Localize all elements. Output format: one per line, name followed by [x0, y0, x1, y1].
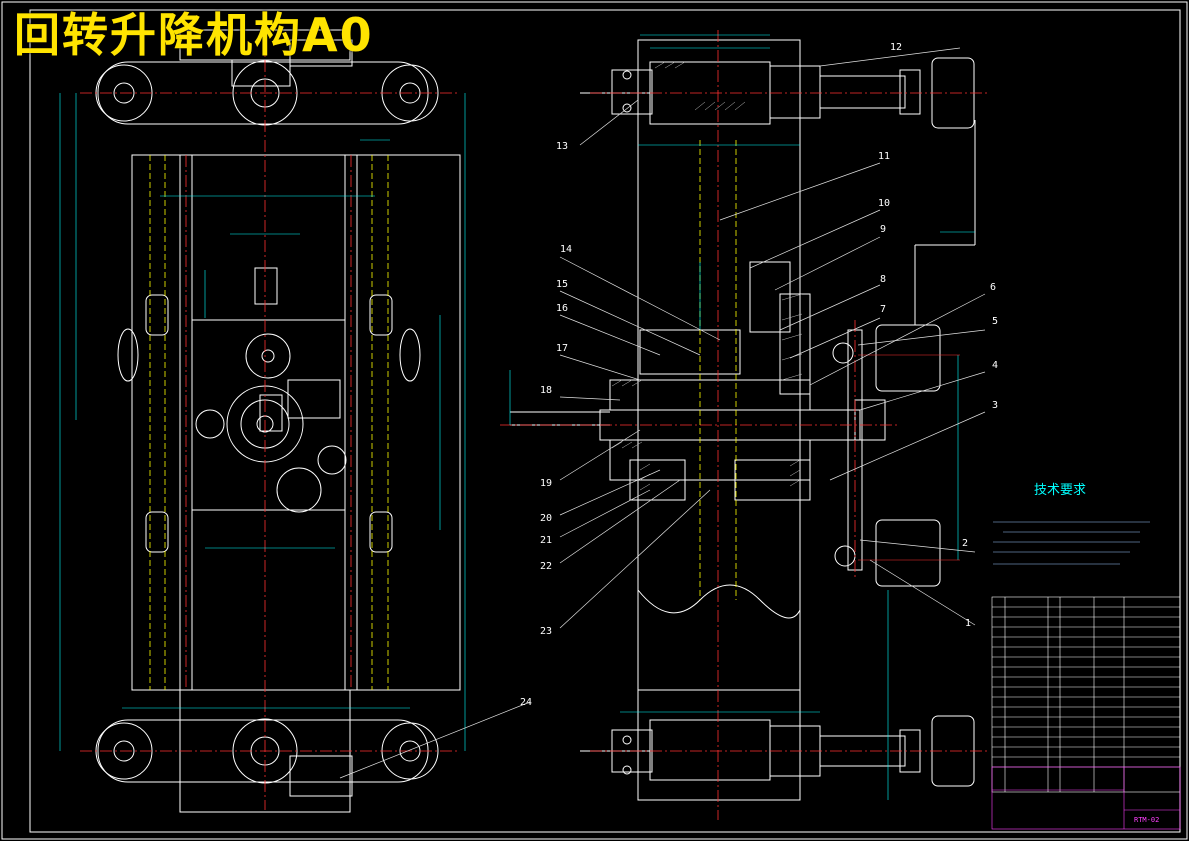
left-view-dimensions [59, 93, 466, 751]
right-view-dimensions [509, 34, 975, 800]
callout-19: 19 [540, 478, 552, 489]
callout-1: 1 [965, 618, 971, 629]
right-view-hidden [699, 140, 737, 600]
callout-23: 23 [540, 626, 552, 637]
callout-labels: 1 2 3 4 5 6 7 8 9 10 11 12 13 14 15 16 1… [520, 42, 998, 708]
callout-4: 4 [992, 360, 998, 371]
callout-8: 8 [880, 274, 886, 285]
callout-9: 9 [880, 224, 886, 235]
callout-11: 11 [878, 151, 890, 162]
tech-requirements-lines [993, 521, 1150, 565]
drawing-frame [29, 9, 1181, 833]
callout-10: 10 [878, 198, 890, 209]
right-view-centerlines [500, 30, 990, 820]
drawing-title: 回转升降机构A0 [14, 8, 374, 62]
callout-7: 7 [880, 304, 886, 315]
callout-3: 3 [992, 400, 998, 411]
left-view [95, 29, 461, 813]
left-view-hidden [149, 155, 389, 690]
right-view-hatch [611, 61, 803, 491]
leader-lines [339, 47, 986, 779]
tech-requirements-heading: 技术要求 [1034, 483, 1086, 498]
title-block [991, 766, 1181, 830]
callout-16: 16 [556, 303, 568, 314]
callout-18: 18 [540, 385, 552, 396]
parts-list [991, 596, 1181, 793]
callout-22: 22 [540, 561, 552, 572]
callout-20: 20 [540, 513, 552, 524]
right-view-extensions [858, 354, 960, 561]
callout-21: 21 [540, 535, 552, 546]
callout-24: 24 [520, 697, 532, 708]
callout-17: 17 [556, 343, 568, 354]
callout-15: 15 [556, 279, 568, 290]
callout-14: 14 [560, 244, 572, 255]
drawing-number: RTM-02 [1134, 816, 1159, 824]
right-view [510, 39, 976, 801]
callout-5: 5 [992, 316, 998, 327]
left-view-centerlines [80, 40, 460, 810]
callout-12: 12 [890, 42, 902, 53]
callout-13: 13 [556, 141, 568, 152]
callout-6: 6 [990, 282, 996, 293]
callout-2: 2 [962, 538, 968, 549]
